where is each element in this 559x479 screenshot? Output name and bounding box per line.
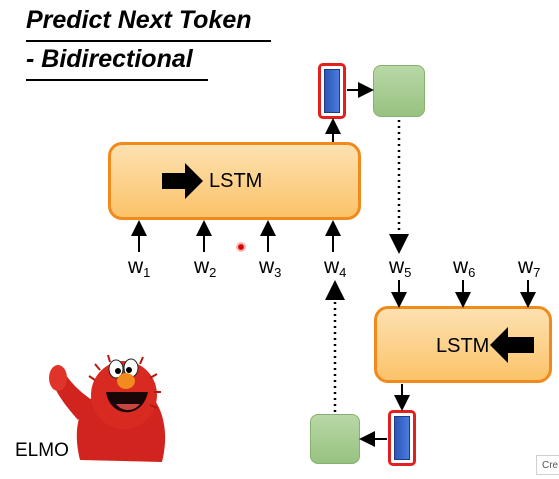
backward-lstm-label: LSTM [436, 335, 490, 357]
token-w4: w4 [324, 255, 347, 280]
title-underline-2 [26, 79, 208, 81]
title-line-2: - Bidirectional [26, 45, 193, 73]
forward-hidden-vector-fill [324, 69, 340, 113]
token-w2: w2 [194, 255, 217, 280]
token-w1: w1 [128, 255, 151, 280]
token-w7: w7 [518, 255, 541, 280]
forward-lstm-label: LSTM [209, 170, 263, 192]
forward-hidden-vector [318, 63, 346, 119]
token-w6: w6 [453, 255, 476, 280]
pointer-highlight [236, 242, 246, 252]
token-w3: w3 [259, 255, 282, 280]
title-line-1: Predict Next Token [26, 6, 252, 34]
elmo-label: ELMO [15, 440, 69, 461]
backward-hidden-vector [388, 410, 416, 466]
forward-lstm-box [108, 142, 361, 220]
title-underline-1 [26, 40, 271, 42]
corner-text-badge: Cre [536, 455, 559, 475]
backward-hidden-vector-fill [394, 416, 410, 460]
token-w5: w5 [389, 255, 412, 280]
forward-prediction-box [373, 65, 425, 117]
backward-prediction-box [310, 414, 360, 464]
